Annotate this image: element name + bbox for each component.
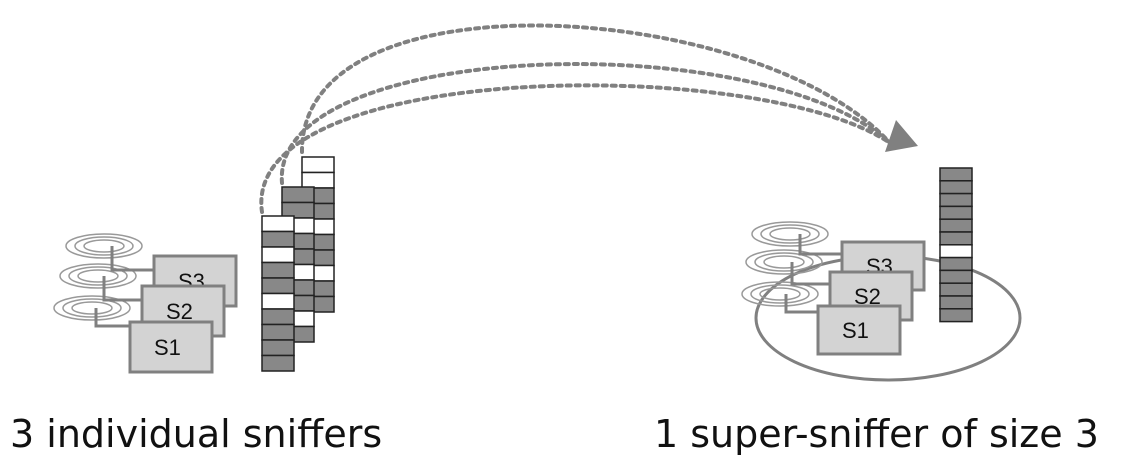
packet-cell-filled — [261, 261, 295, 279]
packet-cell-empty — [301, 156, 335, 174]
packet-cell-filled — [939, 167, 973, 182]
packet-cell-filled — [261, 277, 295, 295]
transfer-arrows — [259, 23, 918, 214]
packet-cell-filled — [939, 231, 973, 246]
merged-column — [939, 167, 973, 323]
packet-cell-filled — [939, 205, 973, 220]
packet-cell-filled — [261, 230, 295, 248]
packet-cell-filled — [261, 308, 295, 326]
arrow-path-1 — [299, 23, 892, 154]
arrow-path-3 — [259, 83, 892, 214]
packet-cell-filled — [939, 218, 973, 233]
left-columns — [261, 156, 335, 372]
left-sniffers: S3 S2 S1 — [94, 246, 238, 374]
packet-cell-filled — [261, 354, 295, 372]
packet-cell-empty — [301, 171, 335, 189]
sniffer-label-s2: S2 — [166, 299, 193, 324]
left-antennas — [53, 233, 143, 321]
packet-cell-filled — [939, 295, 973, 310]
packet-cell-filled — [939, 269, 973, 284]
packet-cell-filled — [939, 308, 973, 323]
antenna-icon — [65, 233, 143, 259]
packet-cell-filled — [261, 323, 295, 341]
right-sniffers: S3 S2 S1 — [784, 234, 926, 356]
antenna-icon — [59, 263, 137, 289]
packet-cell-filled — [939, 192, 973, 208]
sniffer-s1: S1 — [128, 320, 214, 374]
super-sniffer-label-s1: S1 — [842, 318, 869, 343]
merged-column — [939, 167, 973, 323]
arrow-icon — [885, 120, 918, 152]
packet-cell-filled — [261, 339, 295, 357]
column-front — [261, 215, 295, 372]
packet-cell-empty — [261, 246, 295, 264]
packet-cell-filled — [939, 282, 973, 297]
antenna-icon — [751, 221, 829, 247]
sniffer-label-s1: S1 — [154, 335, 181, 360]
super-sniffer-s1: S1 — [816, 304, 902, 356]
caption-individual-sniffers: 3 individual sniffers — [10, 412, 383, 456]
packet-cell-filled — [281, 186, 315, 204]
caption-super-sniffer: 1 super-sniffer of size 3 — [654, 412, 1099, 456]
right-antennas — [741, 221, 829, 307]
packet-cell-filled — [939, 256, 973, 272]
antenna-icon — [741, 281, 819, 307]
packet-cell-empty — [261, 215, 295, 233]
arrow-path-2 — [279, 62, 892, 185]
packet-cell-empty — [261, 292, 295, 310]
packet-cell-empty — [939, 244, 973, 259]
packet-cell-filled — [939, 180, 973, 195]
